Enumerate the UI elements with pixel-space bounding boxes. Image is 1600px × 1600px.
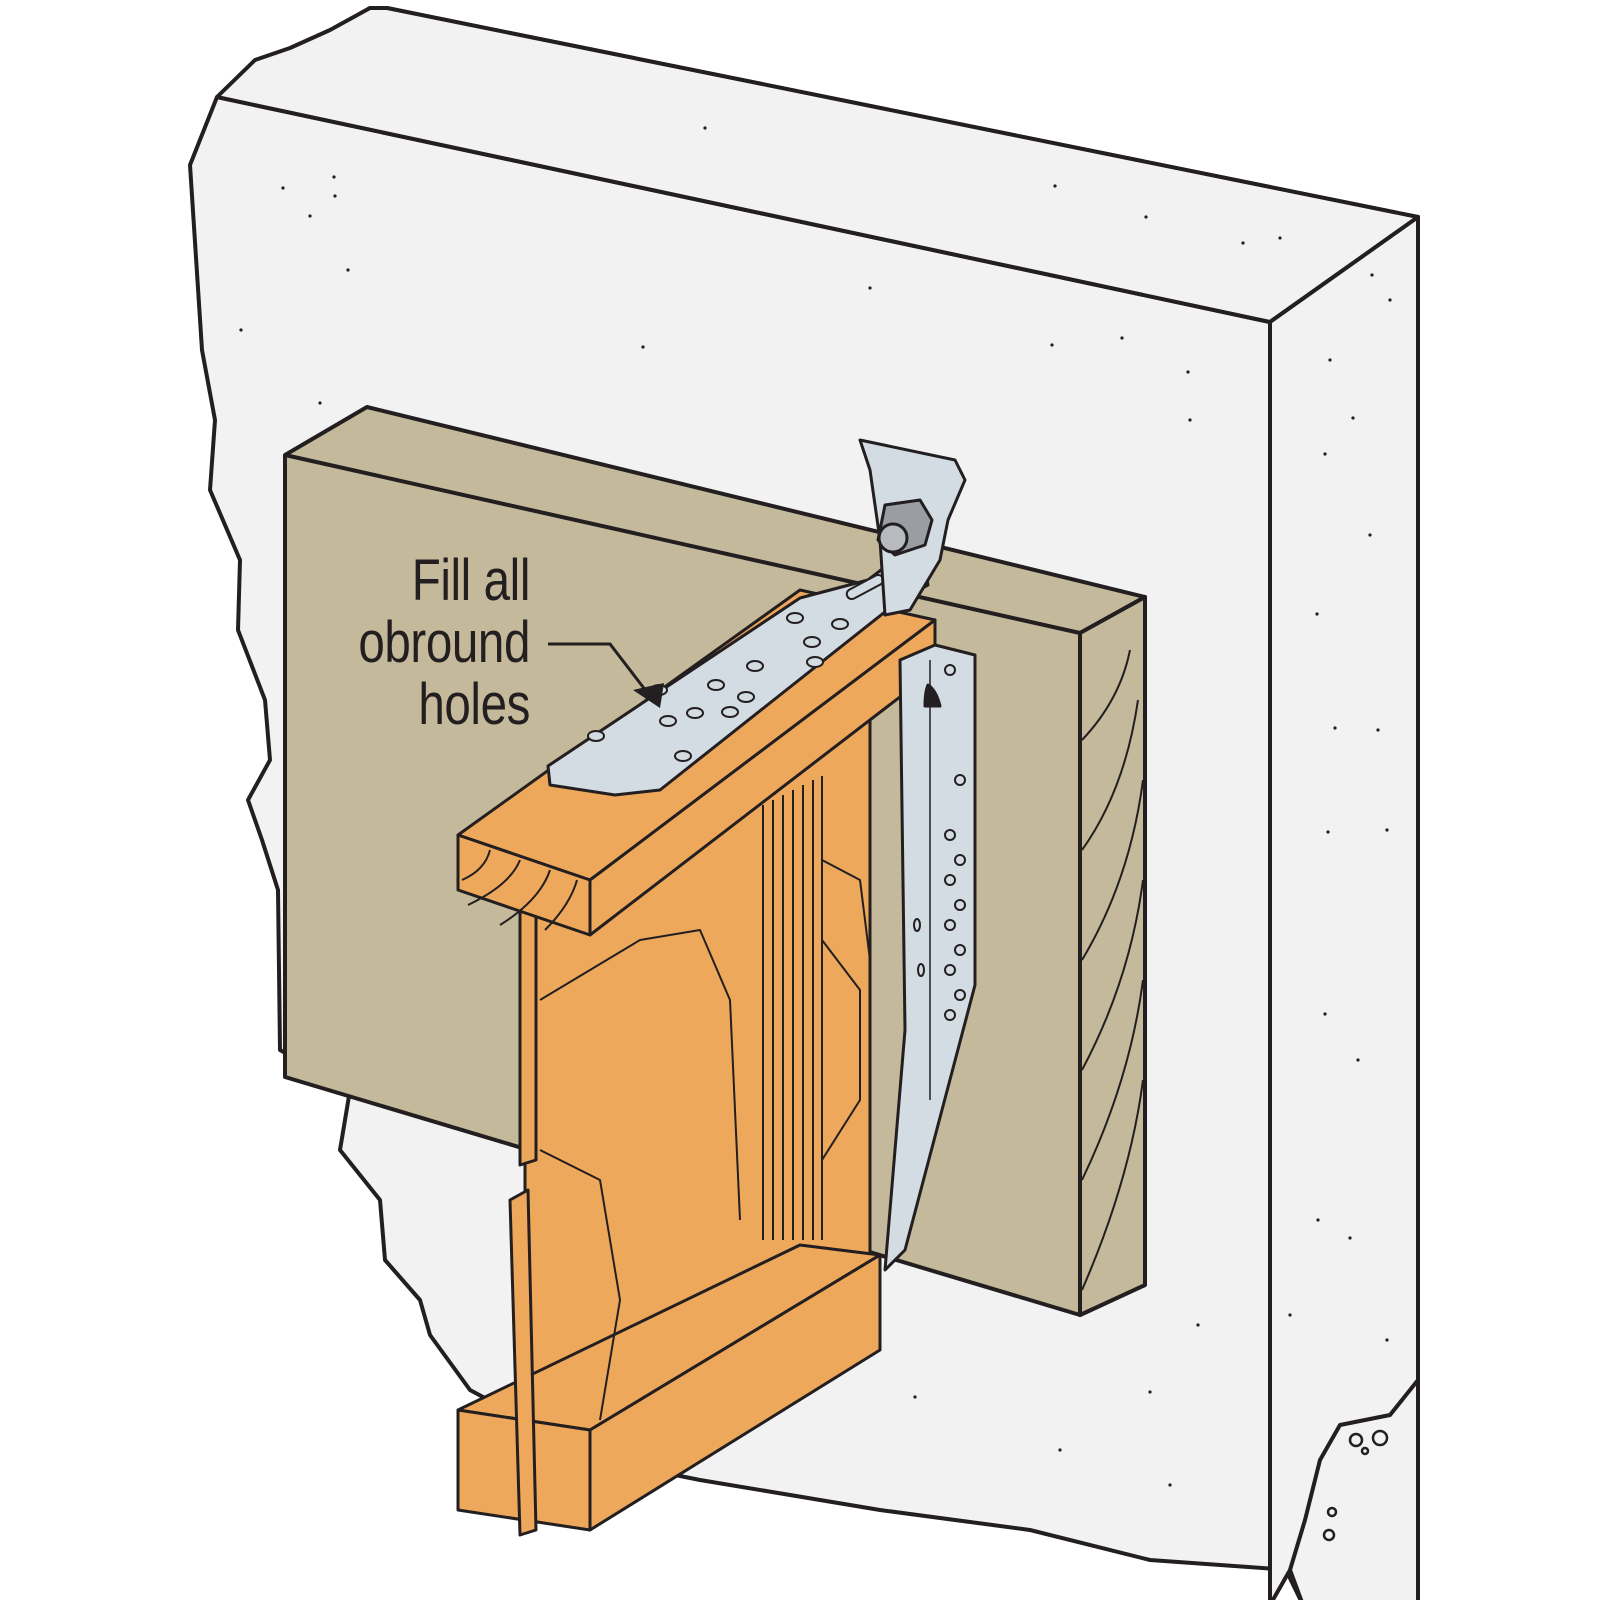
callout-line-1: Fill all (411, 548, 531, 613)
callout-line-3: holes (418, 672, 530, 737)
callout-label: Fill all obround holes (309, 550, 530, 736)
concrete-speckles (239, 126, 1392, 1487)
anchor-bolt-nut (858, 438, 967, 617)
concrete-voids (1322, 1429, 1389, 1542)
side-strap (883, 643, 977, 1272)
callout-leader (548, 642, 664, 708)
top-strap (546, 538, 930, 797)
callout-line-2: obround (358, 610, 530, 675)
